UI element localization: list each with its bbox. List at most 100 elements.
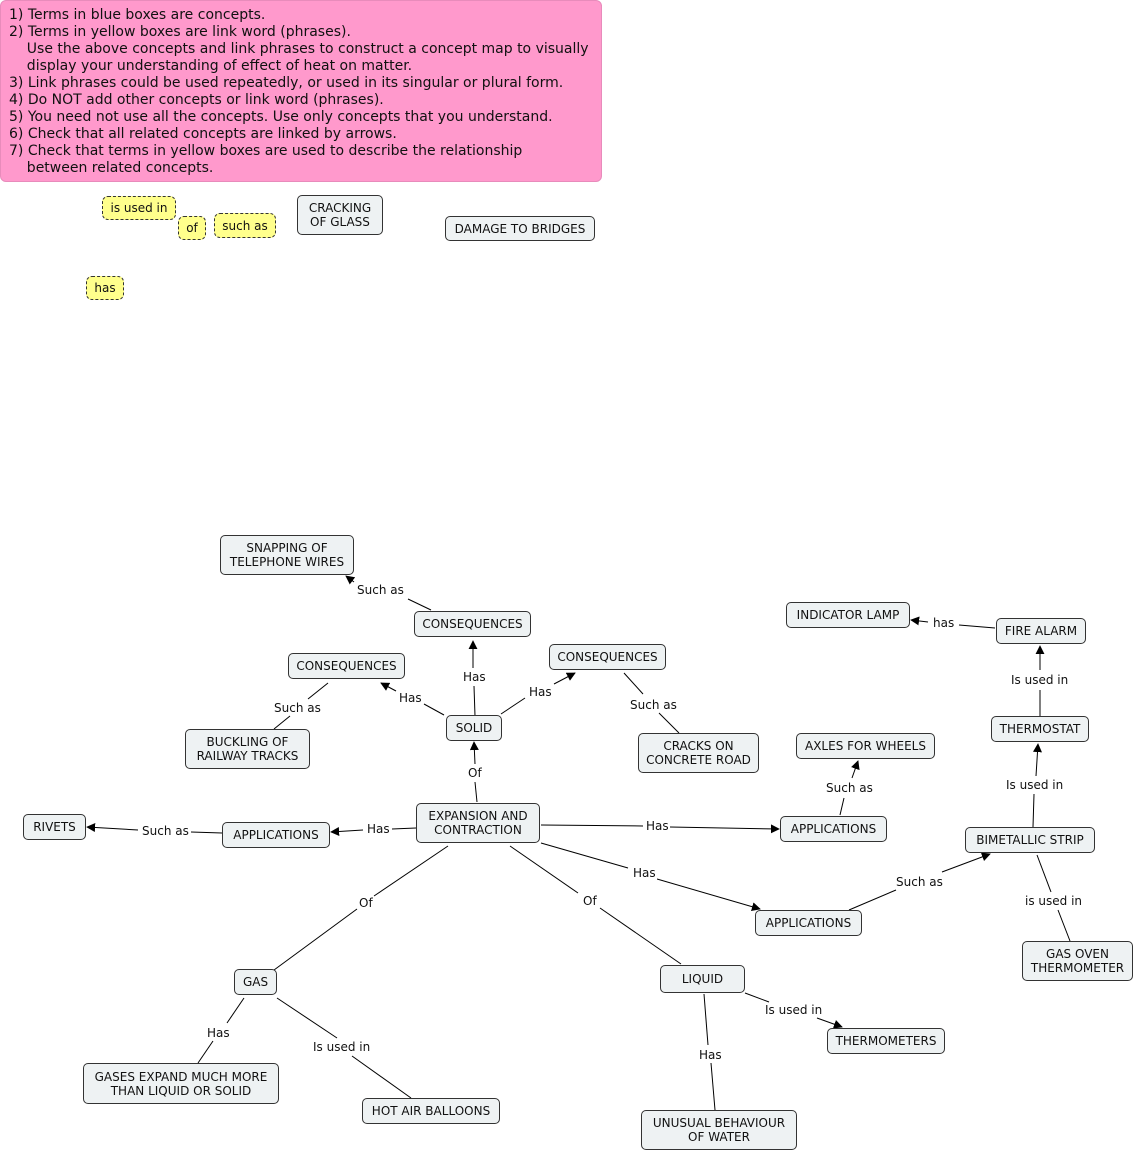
concept-unusual-behaviour-of-water[interactable]: UNUSUAL BEHAVIOUR OF WATER <box>641 1110 797 1150</box>
link-label: Such as <box>356 583 405 597</box>
concept-applications-axles[interactable]: APPLICATIONS <box>780 816 887 842</box>
concept-consequences-right[interactable]: CONSEQUENCES <box>549 644 666 670</box>
connector-line <box>710 1062 716 1111</box>
concept-applications-bimetallic[interactable]: APPLICATIONS <box>755 910 862 936</box>
connector-arrow <box>910 616 929 626</box>
link-label: Has <box>528 685 553 699</box>
connector-line <box>273 908 358 971</box>
link-label: Of <box>467 766 483 780</box>
connector-arrow <box>816 1017 843 1029</box>
connector-arrow <box>941 852 991 873</box>
connector-arrow <box>469 741 479 765</box>
link-label: Has <box>632 866 657 880</box>
instruction-line: 2) Terms in yellow boxes are link word (… <box>9 24 351 40</box>
connector-line <box>658 712 680 734</box>
concept-applications-left[interactable]: APPLICATIONS <box>222 822 330 848</box>
connector-line <box>848 889 897 911</box>
link-label: Has <box>462 670 487 684</box>
link-label: has <box>932 616 956 630</box>
connector-line <box>307 682 329 700</box>
concept-cracks-on-concrete-road[interactable]: CRACKS ON CONCRETE ROAD <box>638 733 759 773</box>
connector-line <box>373 845 449 897</box>
connector-line <box>351 1055 412 1099</box>
connector-line <box>540 842 629 869</box>
instruction-line: 5) You need not use all the concepts. Us… <box>9 109 553 125</box>
connector-arrow <box>669 824 780 834</box>
concept-axles-for-wheels[interactable]: AXLES FOR WHEELS <box>796 733 935 759</box>
link-label: Such as <box>825 781 874 795</box>
link-label: Is used in <box>1010 673 1070 687</box>
link-label: Has <box>206 1026 231 1040</box>
connector-arrow <box>1033 743 1042 777</box>
link-label: Of <box>358 896 374 910</box>
connector-line <box>1036 854 1052 893</box>
link-label: Is used in <box>312 1040 372 1054</box>
concept-solid[interactable]: SOLID <box>446 715 502 741</box>
connector-line <box>839 797 845 816</box>
concept-hot-air-balloons[interactable]: HOT AIR BALLOONS <box>362 1098 500 1124</box>
link-label: Such as <box>895 875 944 889</box>
instruction-line: display your understanding of effect of … <box>9 58 413 74</box>
instructions-box: 1) Terms in blue boxes are concepts. 2) … <box>0 0 602 182</box>
concept-rivets[interactable]: RIVETS <box>23 814 86 840</box>
concept-cracking-of-glass[interactable]: CRACKING OF GLASS <box>297 195 383 235</box>
concept-expansion-and-contraction[interactable]: EXPANSION AND CONTRACTION <box>416 803 540 843</box>
concept-thermostat[interactable]: THERMOSTAT <box>991 716 1089 742</box>
concept-consequences-top[interactable]: CONSEQUENCES <box>414 611 531 637</box>
concept-fire-alarm[interactable]: FIRE ALARM <box>996 618 1086 644</box>
link-label: Has <box>645 819 670 833</box>
concept-liquid[interactable]: LIQUID <box>660 965 745 993</box>
connector-line <box>500 697 526 715</box>
instruction-line: between related concepts. <box>9 160 214 176</box>
instruction-line: 4) Do NOT add other concepts or link wor… <box>9 92 384 108</box>
connector-line <box>509 845 579 894</box>
instruction-line: 7) Check that terms in yellow boxes are … <box>9 143 523 159</box>
connector-line <box>273 715 291 730</box>
link-label: Of <box>582 894 598 908</box>
connector-line <box>423 703 445 716</box>
connector-line <box>474 781 478 803</box>
connector-arrow <box>380 682 397 692</box>
link-chip-of[interactable]: of <box>178 216 206 240</box>
link-chip-is-used-in[interactable]: is used in <box>102 196 176 220</box>
connector-line <box>226 997 245 1024</box>
link-label: Such as <box>141 824 190 838</box>
concept-damage-to-bridges[interactable]: DAMAGE TO BRIDGES <box>445 216 595 241</box>
connector-line <box>407 598 432 611</box>
instruction-line: 3) Link phrases could be used repeatedly… <box>9 75 564 91</box>
link-chip-such-as[interactable]: such as <box>214 213 276 238</box>
instruction-line: 1) Terms in blue boxes are concepts. <box>9 7 266 23</box>
link-label: Is used in <box>1005 778 1065 792</box>
connector-line <box>473 685 476 717</box>
connector-line <box>599 907 682 965</box>
concept-buckling-of-railway-tracks[interactable]: BUCKLING OF RAILWAY TRACKS <box>185 729 310 769</box>
concept-thermometers[interactable]: THERMOMETERS <box>827 1028 945 1054</box>
link-label: is used in <box>1024 894 1084 908</box>
link-label: Such as <box>273 701 322 715</box>
concept-gases-expand-much-more[interactable]: GASES EXPAND MUCH MORE THAN LIQUID OR SO… <box>83 1063 279 1104</box>
connector-line <box>1057 909 1071 942</box>
connector-line <box>703 993 709 1046</box>
link-label: Has <box>398 691 423 705</box>
link-label: Has <box>698 1048 723 1062</box>
instruction-line: 6) Check that all related concepts are l… <box>9 126 397 142</box>
connector-line <box>540 824 644 827</box>
connector-line <box>958 624 996 629</box>
concept-bimetallic-strip[interactable]: BIMETALLIC STRIP <box>965 827 1095 853</box>
connector-arrow <box>345 575 356 585</box>
connector-arrow <box>330 827 364 836</box>
link-chip-has[interactable]: has <box>86 276 124 300</box>
concept-gas[interactable]: GAS <box>234 969 277 995</box>
instruction-line: Use the above concepts and link phrases … <box>9 41 589 57</box>
link-label: Such as <box>629 698 678 712</box>
connector-line <box>744 992 770 1003</box>
connector-arrow <box>553 672 576 685</box>
concept-indicator-lamp[interactable]: INDICATOR LAMP <box>786 602 910 628</box>
link-label: Is used in <box>764 1003 824 1017</box>
link-label: Has <box>366 822 391 836</box>
concept-gas-oven-thermometer[interactable]: GAS OVEN THERMOMETER <box>1022 941 1133 981</box>
connector-line <box>190 831 223 834</box>
concept-consequences-left[interactable]: CONSEQUENCES <box>288 653 405 679</box>
concept-snapping-of-telephone-wires[interactable]: SNAPPING OF TELEPHONE WIRES <box>220 535 354 575</box>
